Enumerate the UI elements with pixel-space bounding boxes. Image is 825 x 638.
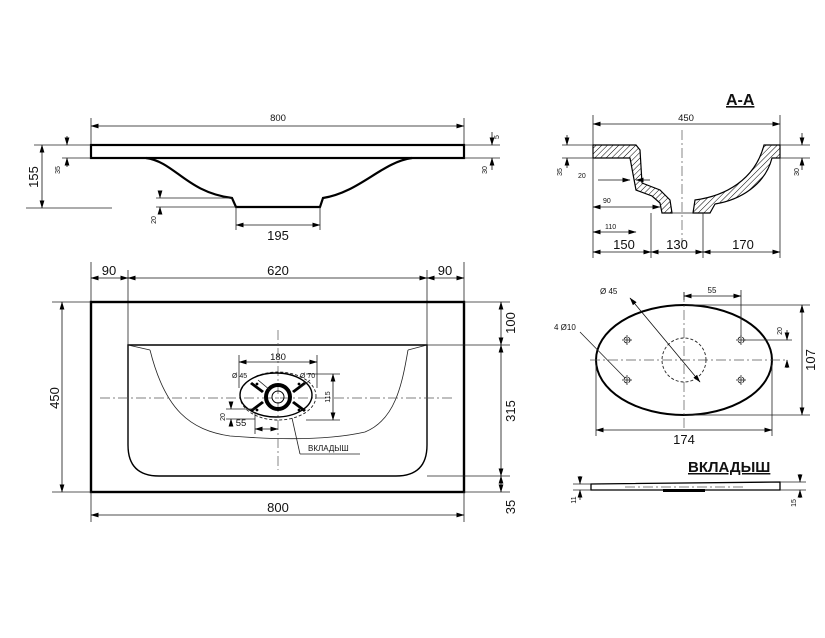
section-right-rim-label: 30 — [794, 168, 801, 176]
section-wall-label: 20 — [578, 173, 586, 180]
insert-thickness-left-label: 11 — [571, 496, 578, 503]
top-insert-outline — [239, 371, 317, 421]
side-right-thickness-label: 30 — [482, 166, 489, 174]
section-seg-mid-label: 130 — [666, 237, 688, 252]
top-drain — [264, 383, 292, 411]
section-right-wall — [692, 144, 781, 214]
top-d45-label: Ø 45 — [232, 373, 247, 380]
side-base-label: 195 — [267, 228, 289, 243]
section-seg-left-label: 150 — [613, 237, 635, 252]
section-110-label: 110 — [605, 224, 616, 231]
top-outline — [89, 300, 466, 494]
side-height-label: 155 — [26, 166, 41, 188]
side-view: 800 155 35 20 195 5 30 — [26, 113, 501, 243]
insert-drain-label: Ø 45 — [600, 287, 618, 296]
section-width-label: 450 — [678, 113, 694, 124]
section-90-label: 90 — [603, 198, 611, 205]
section-rim-label: 35 — [557, 168, 564, 176]
top-20-label: 20 — [220, 413, 227, 421]
top-seg-right-label: 90 — [438, 263, 452, 278]
insert-offset-label: 55 — [708, 286, 717, 295]
top-front-label: 35 — [503, 500, 518, 514]
top-back-label: 100 — [503, 312, 518, 334]
top-bowl-label: 315 — [503, 400, 518, 422]
top-seg-left-label: 90 — [102, 263, 116, 278]
top-hole-spacing-label: 180 — [270, 352, 286, 363]
side-rim-label: 35 — [55, 166, 62, 174]
section-seg-right-label: 170 — [732, 237, 754, 252]
insert-profile — [590, 481, 781, 491]
insert-holes-label: 4 Ø10 — [554, 323, 576, 332]
insert-title: ВКЛАДЫШ — [688, 459, 770, 476]
top-depth-label: 450 — [47, 387, 62, 409]
side-bottom-label: 20 — [151, 216, 158, 224]
side-width-label: 800 — [270, 113, 286, 124]
insert-view: Ø 45 55 4 Ø10 20 107 174 ВКЛАДЫШ 11 15 — [554, 286, 818, 507]
top-seg-mid-label: 620 — [267, 263, 289, 278]
insert-hole-offset-label: 20 — [777, 327, 784, 335]
side-rim — [89, 143, 466, 160]
insert-thickness-right-label: 15 — [791, 499, 798, 507]
top-basin-outline — [127, 344, 428, 477]
top-d70-label: Ø 70 — [300, 373, 315, 380]
top-insert-callout: ВКЛАДЫШ — [308, 444, 349, 453]
top-55-label: 55 — [236, 418, 247, 429]
insert-height-label: 107 — [803, 349, 818, 371]
top-115-label: 115 — [325, 391, 332, 402]
insert-drain-hole — [661, 337, 707, 383]
side-bowl-profile — [145, 156, 413, 209]
section-left-wall — [592, 144, 673, 214]
side-right-small-label: 5 — [494, 135, 501, 139]
top-view: 90 620 90 180 Ø 45 Ø 70 115 — [47, 262, 518, 522]
section-title: A-A — [726, 92, 755, 109]
top-insert-rim — [239, 372, 313, 418]
insert-width-label: 174 — [673, 432, 695, 447]
section-view: A-A 450 35 20 30 90 110 150 1 — [557, 92, 810, 258]
top-width-label: 800 — [267, 500, 289, 515]
